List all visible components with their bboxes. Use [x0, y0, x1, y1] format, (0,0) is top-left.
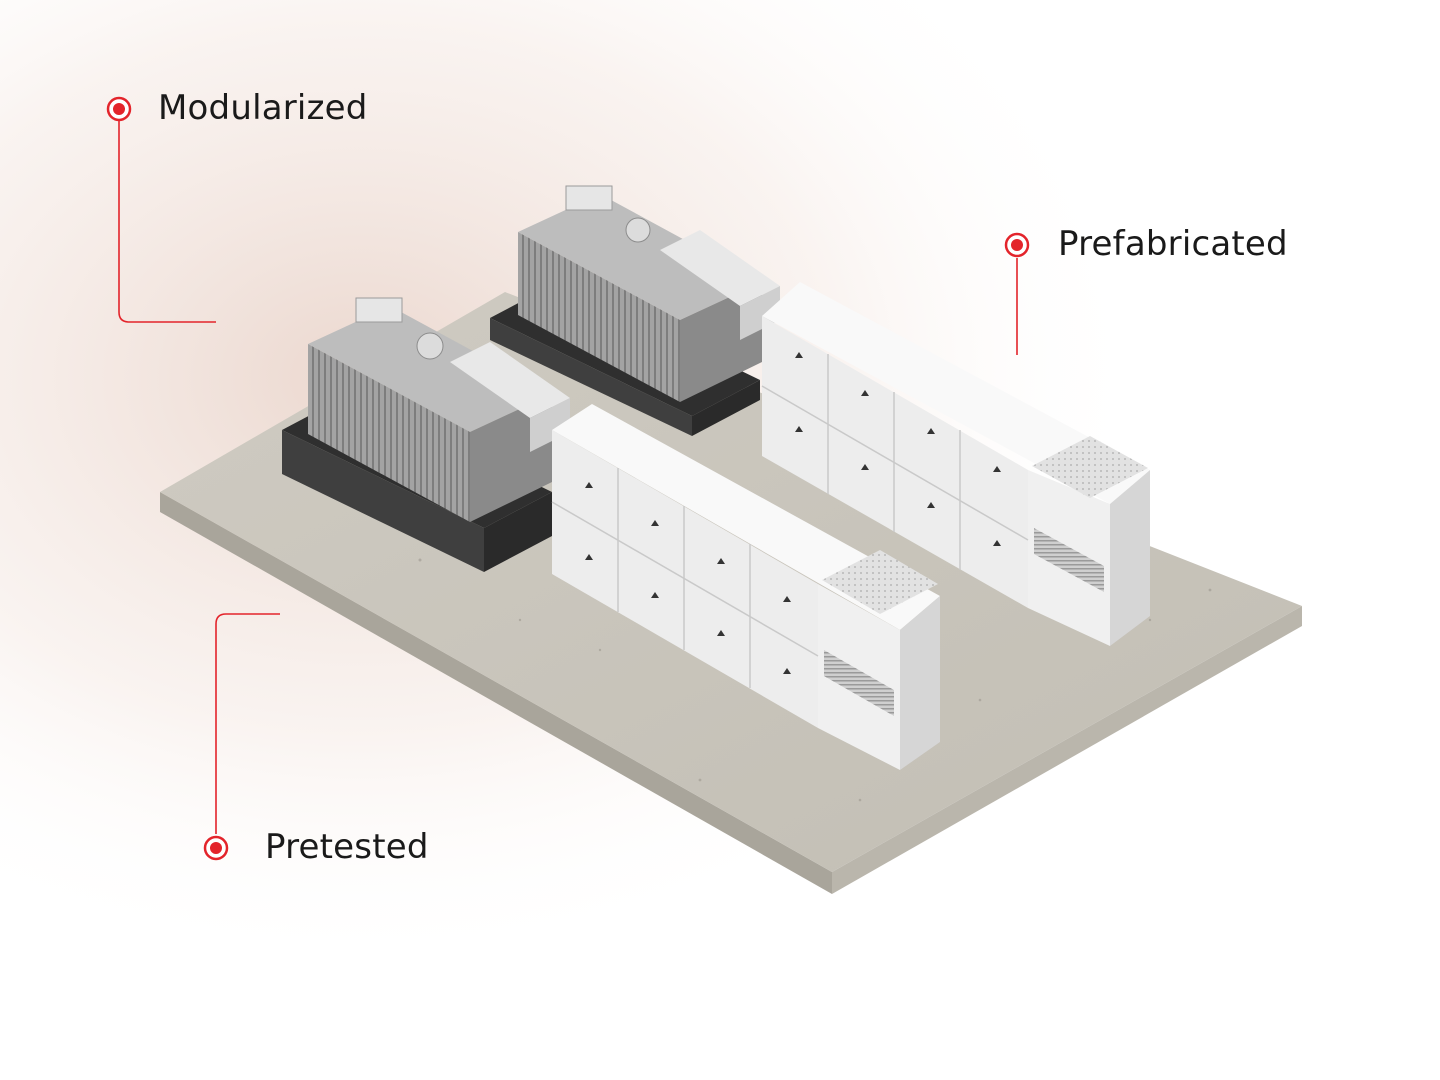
warning-triangle-icon [585, 482, 791, 674]
switchgear-cabinets-front [551, 404, 940, 770]
target-dot-icon [1004, 232, 1030, 258]
callout-label-pretested: Pretested [265, 827, 429, 867]
callout-leaders [118, 120, 1018, 834]
transformer-front [282, 297, 570, 572]
target-dot-icon [203, 835, 229, 861]
target-dot-icon [106, 96, 132, 122]
warning-triangle-icon [795, 352, 1001, 546]
callout-label-prefabricated: Prefabricated [1058, 224, 1288, 264]
leader-modularized [118, 120, 216, 323]
switchgear-cabinets-rear [761, 282, 1150, 646]
leader-pretested [215, 613, 280, 834]
callout-label-modularized: Modularized [158, 88, 368, 128]
transformer-rear [490, 185, 780, 436]
